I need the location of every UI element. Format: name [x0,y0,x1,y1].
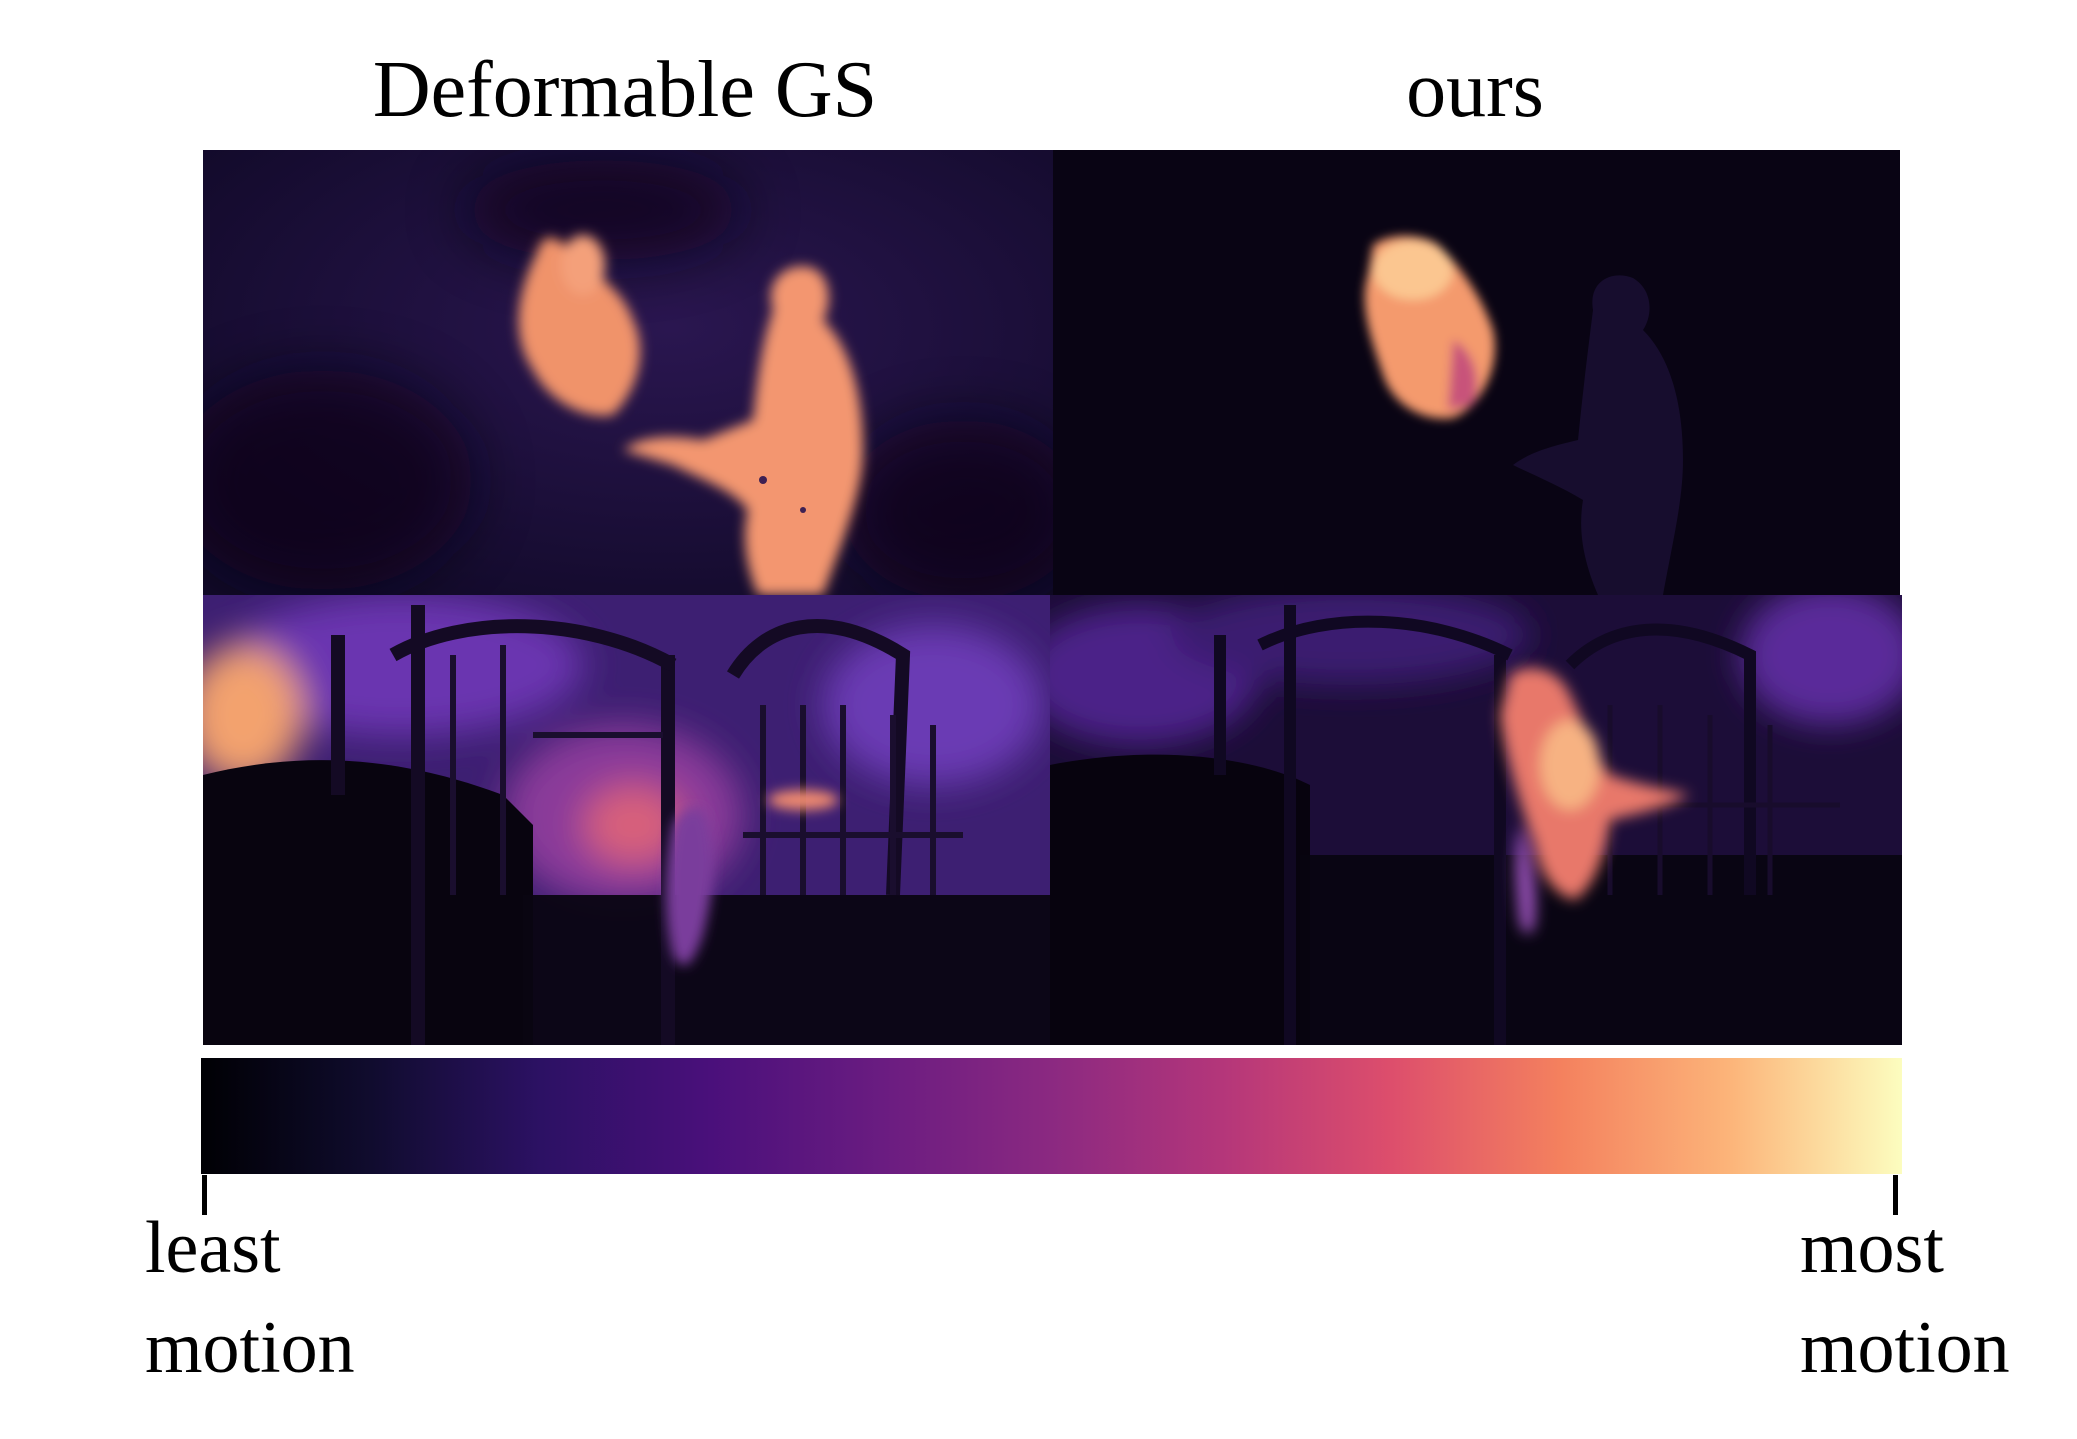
motion-heatmap-icon [203,150,1053,595]
motion-map-bottom-deformable-gs [203,595,1050,1045]
motion-heatmap-icon [203,595,1050,1045]
colorbar-max-tick [1893,1175,1898,1215]
colorbar-min-label-line2: motion [145,1307,355,1389]
motion-heatmap-icon [1053,150,1900,595]
motion-map-top-deformable-gs [203,150,1053,595]
colorbar-max-label: most motion [1800,1198,2010,1398]
colorbar-min-tick [202,1175,207,1215]
colorbar-max-label-line1: most [1800,1207,1944,1289]
motion-map-bottom-ours [1050,595,1902,1045]
motion-heatmap-icon [1050,595,1902,1045]
colorbar-min-label-line1: least [145,1207,281,1289]
colorbar-min-label: least motion [145,1198,355,1398]
colorbar-max-label-line2: motion [1800,1307,2010,1389]
column-title-ours: ours [1406,46,1544,134]
motion-colorbar [201,1058,1902,1174]
motion-map-top-ours [1053,150,1900,595]
column-title-deformable-gs: Deformable GS [372,46,878,134]
